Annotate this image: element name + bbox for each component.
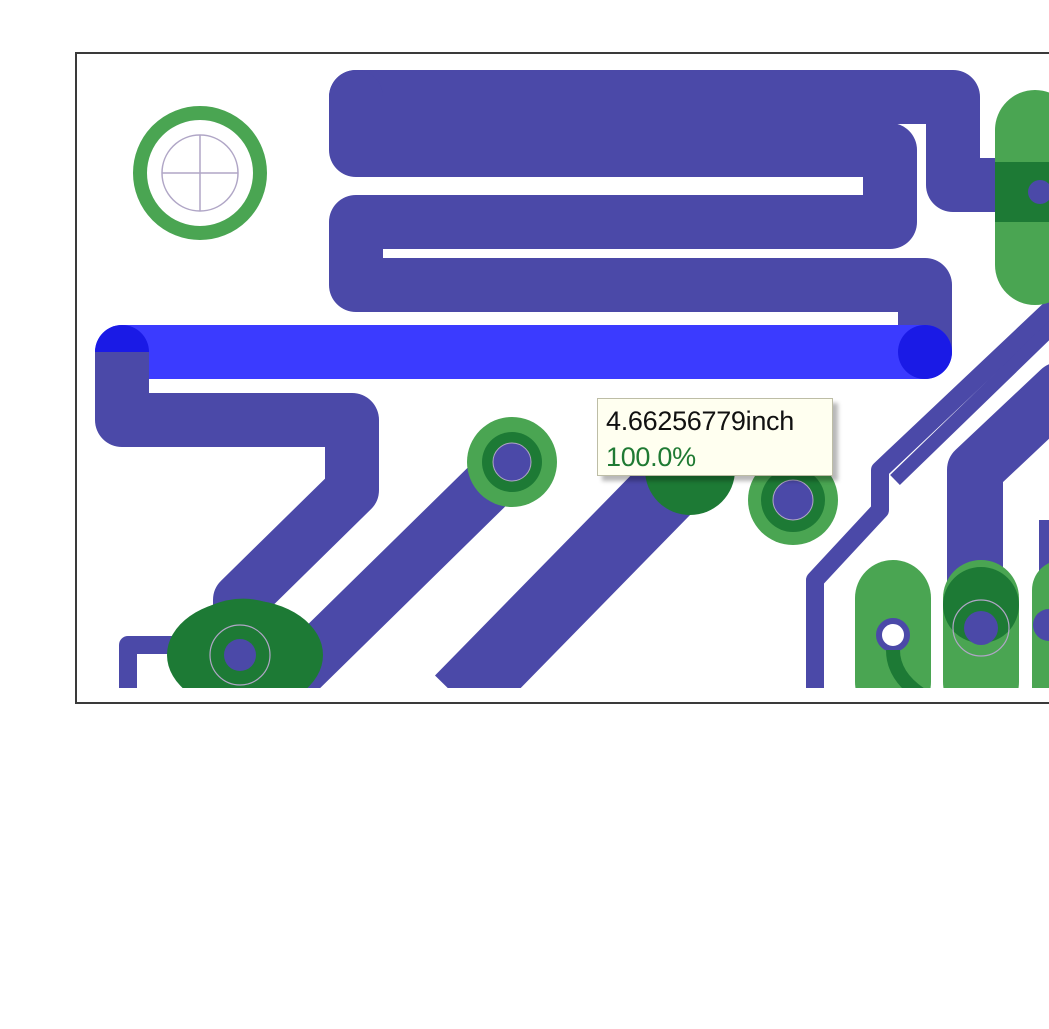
bottom-left-pad-hole — [209, 624, 271, 686]
crosshair-hole-icon — [161, 134, 239, 212]
bottom-pad-2-ring — [952, 599, 1010, 657]
trace-length-percent: 100.0% — [606, 442, 696, 472]
bottom-pad-1-trace[interactable] — [886, 649, 930, 700]
via-pad-3-hole — [772, 479, 814, 521]
meander-trace-segment-2[interactable] — [329, 70, 952, 377]
selected-trace-end-node[interactable] — [898, 325, 952, 379]
bottom-left-pad-via[interactable] — [224, 639, 256, 671]
meander-trace[interactable] — [329, 70, 1049, 212]
bottom-pad-2-via[interactable] — [964, 611, 998, 645]
mounting-hole-ring[interactable] — [133, 106, 267, 240]
trace-length-tooltip: 4.66256779inch 100.0% — [597, 398, 833, 476]
bottom-pad-1-hole — [876, 618, 910, 652]
bottom-pad-3-via[interactable] — [1033, 609, 1049, 641]
bottom-left-pad-top[interactable] — [180, 598, 300, 640]
via-pad-1-hole — [492, 442, 532, 482]
bottom-pad-2-inner[interactable] — [943, 567, 1019, 643]
top-right-pad-hole[interactable] — [1028, 180, 1049, 204]
diagonal-trace-2[interactable] — [434, 440, 716, 700]
thin-diagonal-trace-1[interactable] — [806, 298, 1049, 700]
trace-length-value: 4.66256779inch — [606, 406, 794, 436]
thin-diagonal-trace-2[interactable] — [890, 320, 1049, 486]
